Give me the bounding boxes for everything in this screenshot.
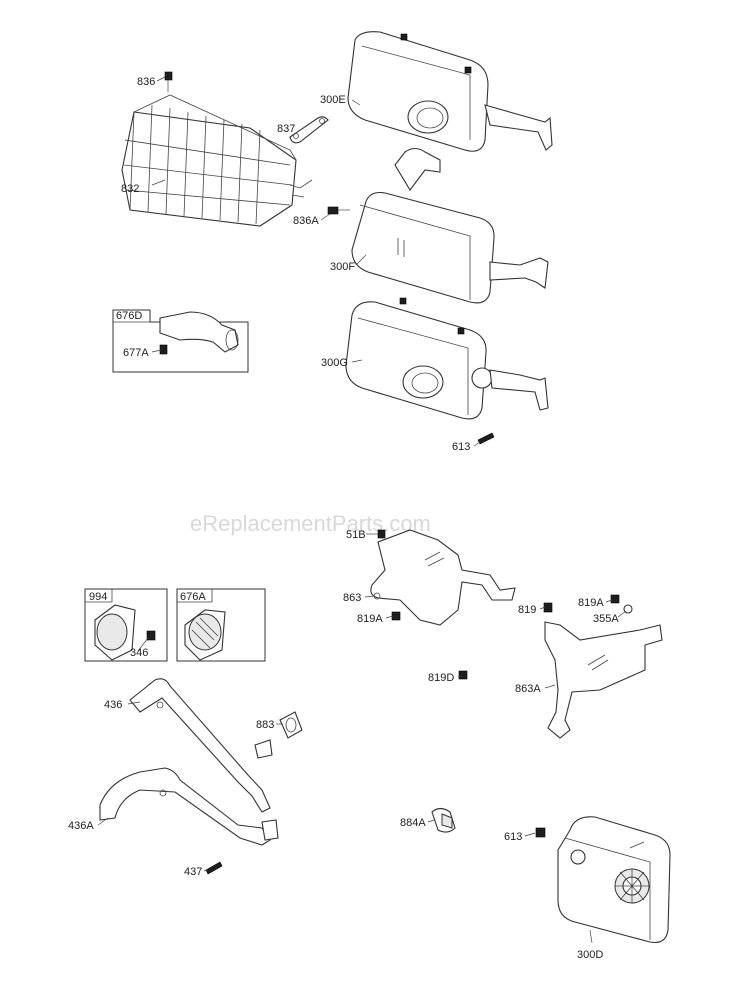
label-819D: 819D bbox=[428, 672, 454, 684]
part-box-676A bbox=[176, 588, 266, 662]
label-676D: 676D bbox=[116, 310, 142, 322]
gasket-883 bbox=[279, 711, 303, 739]
muffler-300F bbox=[351, 147, 549, 304]
label-613-lower: 613 bbox=[504, 831, 522, 843]
strap-837 bbox=[289, 116, 329, 144]
bracket-863 bbox=[370, 529, 516, 626]
muffler-guard-832 bbox=[121, 94, 313, 227]
label-613-upper: 613 bbox=[452, 441, 470, 453]
label-819A-right: 819A bbox=[578, 597, 604, 609]
bolt-836 bbox=[164, 71, 173, 92]
bolt-836A bbox=[327, 206, 350, 215]
label-51B: 51B bbox=[346, 529, 366, 541]
label-863A: 863A bbox=[515, 683, 541, 695]
bracket-863A bbox=[458, 594, 663, 739]
label-436A: 436A bbox=[68, 820, 94, 832]
clamp-884A bbox=[431, 807, 456, 833]
label-300E: 300E bbox=[320, 94, 346, 106]
label-676A: 676A bbox=[180, 591, 206, 603]
muffler-300D bbox=[557, 816, 671, 944]
muffler-300G bbox=[345, 297, 549, 420]
label-346: 346 bbox=[130, 647, 148, 659]
label-836: 836 bbox=[137, 76, 155, 88]
muffler-300E bbox=[347, 31, 553, 152]
bolt-613-upper bbox=[477, 432, 495, 445]
label-355A: 355A bbox=[593, 613, 619, 625]
exhaust-pipe-436A bbox=[99, 767, 279, 875]
leader-lines bbox=[97, 76, 627, 944]
label-437: 437 bbox=[184, 866, 202, 878]
label-677A: 677A bbox=[123, 347, 149, 359]
part-box-676D bbox=[112, 309, 249, 373]
label-884A: 884A bbox=[400, 817, 426, 829]
watermark-text: eReplacementParts.com bbox=[190, 511, 431, 536]
label-863: 863 bbox=[343, 592, 361, 604]
label-994: 994 bbox=[89, 591, 107, 603]
bolt-613-lower bbox=[535, 827, 546, 838]
label-836A: 836A bbox=[293, 215, 319, 227]
label-819: 819 bbox=[518, 604, 536, 616]
label-300F: 300F bbox=[330, 261, 355, 273]
label-300G: 300G bbox=[321, 357, 348, 369]
callout-labels: 836 837 832 300E 836A 300F 676D 677A 300… bbox=[68, 76, 619, 961]
label-837: 837 bbox=[277, 123, 295, 135]
label-819A-left: 819A bbox=[357, 613, 383, 625]
label-883: 883 bbox=[256, 719, 274, 731]
label-300D: 300D bbox=[577, 949, 603, 961]
label-436: 436 bbox=[104, 699, 122, 711]
exhaust-pipe-436 bbox=[129, 678, 273, 813]
label-832: 832 bbox=[121, 183, 139, 195]
part-box-994 bbox=[84, 588, 168, 662]
